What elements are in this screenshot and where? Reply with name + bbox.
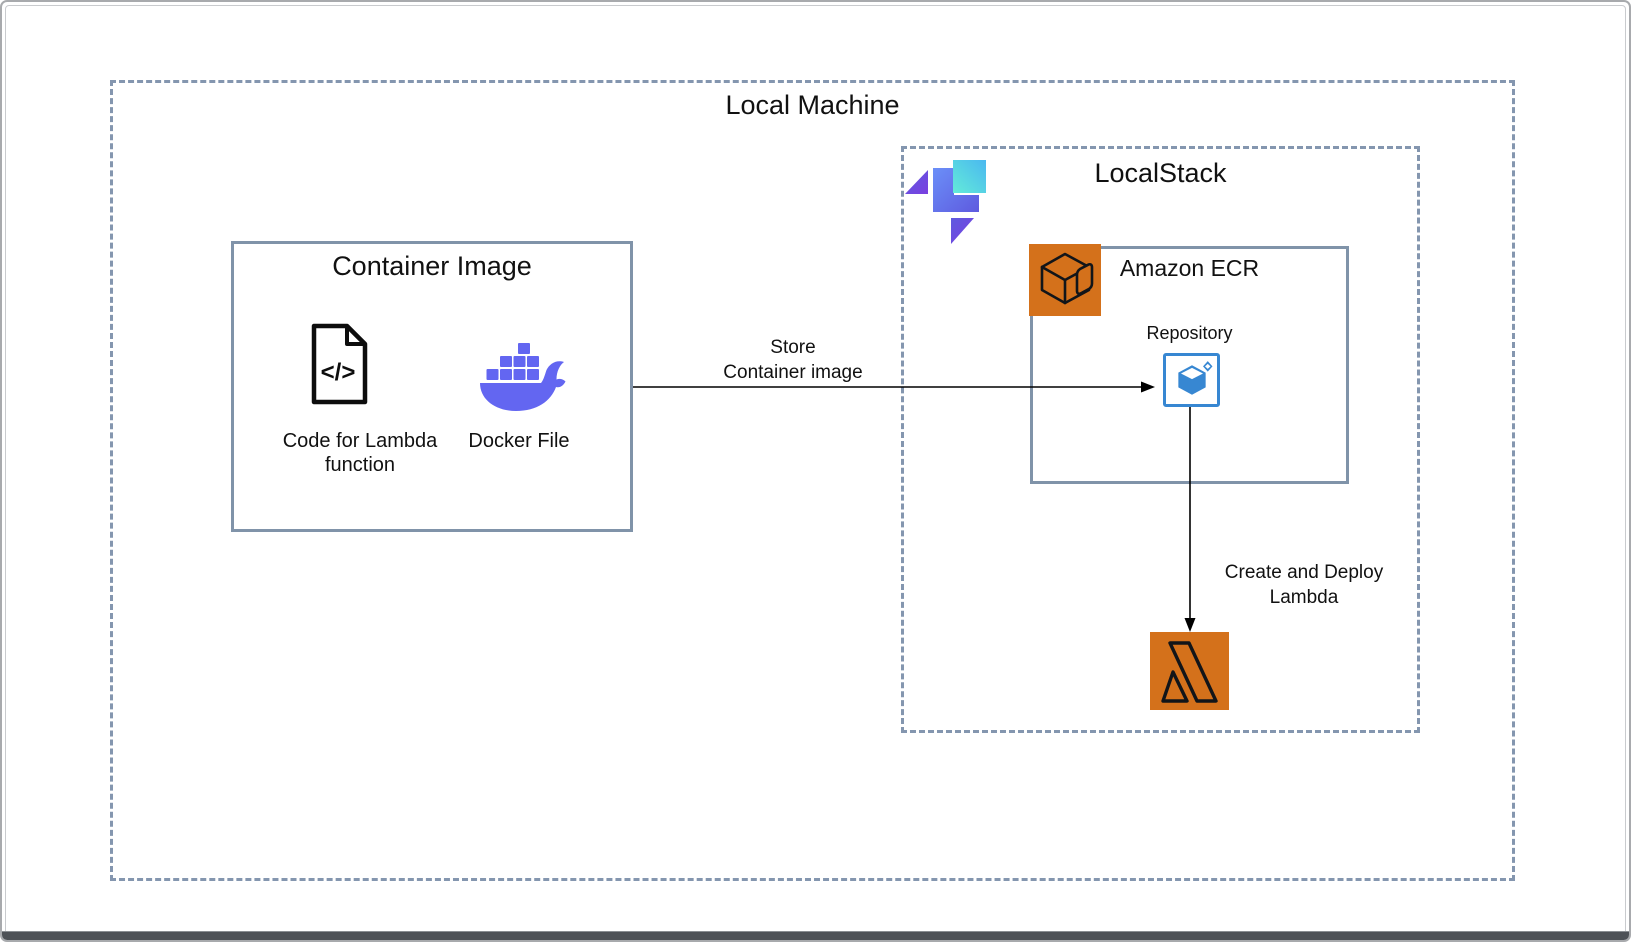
store-arrow-label-line1: Store xyxy=(770,337,816,358)
deploy-arrow-label-line2: Lambda xyxy=(1269,587,1339,608)
container-image-box xyxy=(231,241,633,532)
store-arrow-label-line2: Container image xyxy=(723,362,863,383)
deploy-arrow-label: Create and Deploy Lambda xyxy=(1204,560,1404,610)
window-bottom-edge xyxy=(2,931,1629,940)
localstack-box xyxy=(901,146,1420,733)
container-cube-icon xyxy=(1177,361,1212,395)
store-arrow-label: Store Container image xyxy=(668,335,918,385)
amazon-ecr-service-icon xyxy=(1029,244,1101,316)
localstack-logo-icon xyxy=(905,160,986,244)
code-file-label-line1: Code for Lambda xyxy=(282,430,438,452)
svg-text:</>: </> xyxy=(321,359,356,386)
docker-whale-icon xyxy=(480,343,566,411)
deploy-arrow-label-line1: Create and Deploy xyxy=(1224,562,1384,583)
localstack-title: LocalStack xyxy=(1094,158,1227,188)
ecr-repository-icon xyxy=(1163,353,1220,407)
container-image-title: Container Image xyxy=(332,251,532,281)
local-machine-title: Local Machine xyxy=(725,90,900,120)
local-machine-box xyxy=(110,80,1515,881)
code-file-icon: </> xyxy=(311,323,368,405)
amazon-ecr-title: Amazon ECR xyxy=(1119,255,1260,281)
docker-file-label: Docker File xyxy=(468,430,570,452)
code-file-label: Code for Lambda function xyxy=(250,429,470,477)
repository-label: Repository xyxy=(1146,323,1233,343)
code-file-label-line2: function xyxy=(324,454,396,476)
aws-lambda-icon xyxy=(1150,632,1229,710)
